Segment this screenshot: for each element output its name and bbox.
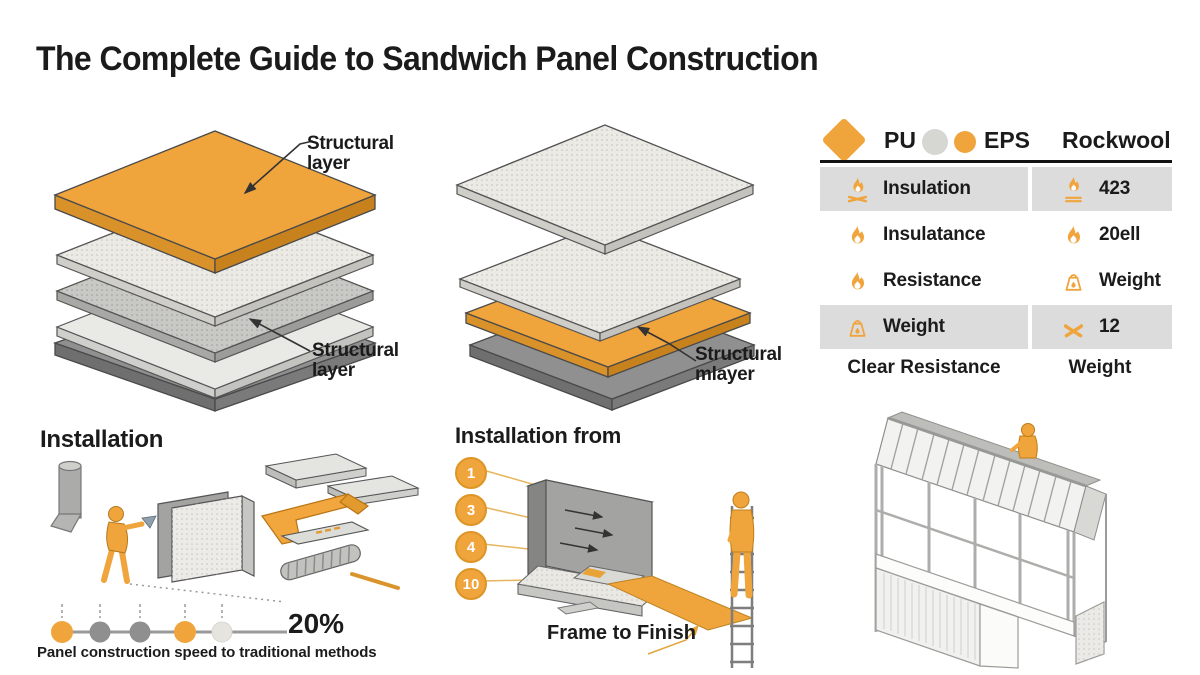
building-illustration [874,411,1107,669]
mortar-cylinder [50,460,83,533]
row-value: Weight [1099,270,1161,291]
worker-on-roof [1010,423,1038,459]
exploded-panel-diagram-middle [455,124,756,411]
timeline-dot [129,621,151,643]
frame-to-finish-label: Frame to Finish [547,622,696,644]
step-badge: 10 [455,568,487,600]
row-label: Weight [883,316,945,337]
leader-bottom-label [248,318,311,352]
structural-layer-top-label: Structural layer [307,133,394,175]
flame-icon [1060,222,1087,249]
leader-top-label [243,140,314,195]
structural-mlayer-label: Structural mlayer [695,344,782,386]
eps-orange-dot-icon [954,131,976,153]
timeline-dot [89,621,111,643]
structural-layer-bottom-label: Structural layer [312,340,399,382]
row-label: Insulation [883,178,971,199]
guide-dashed-line [129,583,286,603]
table-row: Resistance Weight [820,259,1172,303]
installation-heading: Installation [40,426,164,453]
layer-core-stipple [458,224,742,342]
table-row: Weight 12 [820,305,1172,349]
weight-icon [844,314,871,341]
installation-illustration [50,453,420,603]
fire-grate-icon [1060,175,1087,203]
pu-label: PU [884,127,916,153]
table-row: Insulatance 20ell [820,213,1172,257]
roof [875,411,1107,541]
table-row: Insulation 423 [820,167,1172,211]
exploded-panel-diagram-left [53,130,377,412]
legend-divider [820,160,1172,163]
progress-timeline [51,604,287,643]
flame-icon [844,222,871,249]
layer-orange-top [53,130,377,274]
page-title: The Complete Guide to Sandwich Panel Con… [36,40,819,78]
row-label: Resistance [883,270,982,291]
eps-label: EPS [984,127,1031,153]
row-value: 12 [1099,316,1120,337]
timeline-dot [51,621,73,643]
layer-top-stipple [455,124,755,255]
worker-on-scaffold [727,491,755,599]
frame-structure [874,464,1076,636]
weight-icon [1060,268,1087,295]
timeline-dot [211,621,233,643]
lower-walls [875,494,1107,669]
leader-label [636,326,697,362]
step-badge: 4 [455,531,487,563]
wall-block [525,479,655,589]
timeline-dot [174,621,196,643]
tools-icon [1060,314,1087,341]
row-value: 20ell [1099,224,1141,245]
rockwool-label: Rockwool [1062,127,1171,153]
installation-caption: Panel construction speed to traditional … [37,644,377,661]
base-slab [516,565,664,617]
sealant-gun-tool [261,493,370,545]
panel-slab-double [157,491,255,583]
step-badge: 3 [455,494,487,526]
big-panels [264,453,420,506]
step-badge: 1 [455,457,487,489]
pu-diamond-icon [821,117,867,163]
percent-label: 20% [288,608,345,639]
eps-gray-dot-icon [922,129,948,155]
table-footer: Clear Resistance Weight [820,357,1172,379]
roller-machine [280,521,400,590]
timeline-ticks [61,604,223,618]
caption-leader [647,624,699,655]
installation-from-illustration [482,469,755,668]
clear-resistance-label: Clear Resistance [847,357,1001,378]
row-label: Insulatance [883,224,986,245]
installation-from-heading: Installation from [455,423,622,448]
row-value: 423 [1099,178,1131,199]
comparison-table: Insulation 423 Insulatance 20ell [820,167,1172,351]
weight-footer-label: Weight [1068,357,1132,378]
bonfire-icon [844,175,871,203]
worker-figure [101,506,157,584]
flame-icon [844,268,871,295]
